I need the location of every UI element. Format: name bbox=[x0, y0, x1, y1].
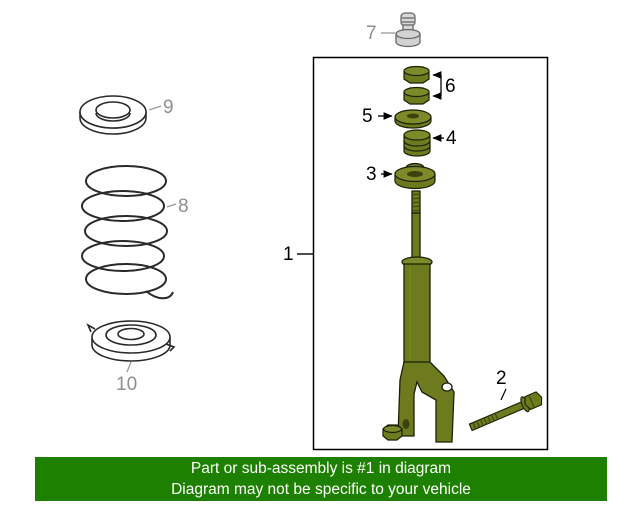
callout-6-nuts[interactable]: 6 bbox=[445, 76, 456, 97]
callout-1-strut[interactable]: 1 bbox=[283, 244, 294, 265]
dust-cap-art[interactable] bbox=[395, 12, 421, 48]
callout-8-spring[interactable]: 8 bbox=[178, 196, 189, 217]
bolt-art[interactable] bbox=[468, 390, 545, 435]
isolator-art[interactable] bbox=[79, 95, 147, 135]
strut-art[interactable] bbox=[397, 190, 455, 443]
callout-9-isolator[interactable]: 9 bbox=[163, 97, 174, 118]
spring-seat-art[interactable] bbox=[86, 320, 176, 362]
cap-washer-art[interactable] bbox=[394, 109, 432, 129]
notice-line-2: Diagram may not be specific to your vehi… bbox=[171, 481, 471, 498]
callout-2-bolt[interactable]: 2 bbox=[496, 368, 507, 389]
callout-10-seat[interactable]: 10 bbox=[116, 374, 138, 395]
mount-art[interactable] bbox=[394, 162, 436, 190]
callout-7-dust-cap[interactable]: 7 bbox=[366, 23, 377, 44]
coil-spring-art[interactable] bbox=[81, 165, 174, 300]
nuts-art[interactable] bbox=[403, 65, 430, 105]
callout-5-cap-washer[interactable]: 5 bbox=[362, 106, 373, 127]
callout-4-bushing[interactable]: 4 bbox=[446, 128, 457, 149]
notice-line-1: Part or sub-assembly is #1 in diagram bbox=[190, 460, 452, 477]
notice-banner: Part or sub-assembly is #1 in diagram Di… bbox=[35, 457, 607, 501]
callout-3-mount[interactable]: 3 bbox=[366, 164, 377, 185]
lower-nut-art[interactable] bbox=[382, 424, 403, 441]
bushing-art[interactable] bbox=[403, 129, 431, 157]
